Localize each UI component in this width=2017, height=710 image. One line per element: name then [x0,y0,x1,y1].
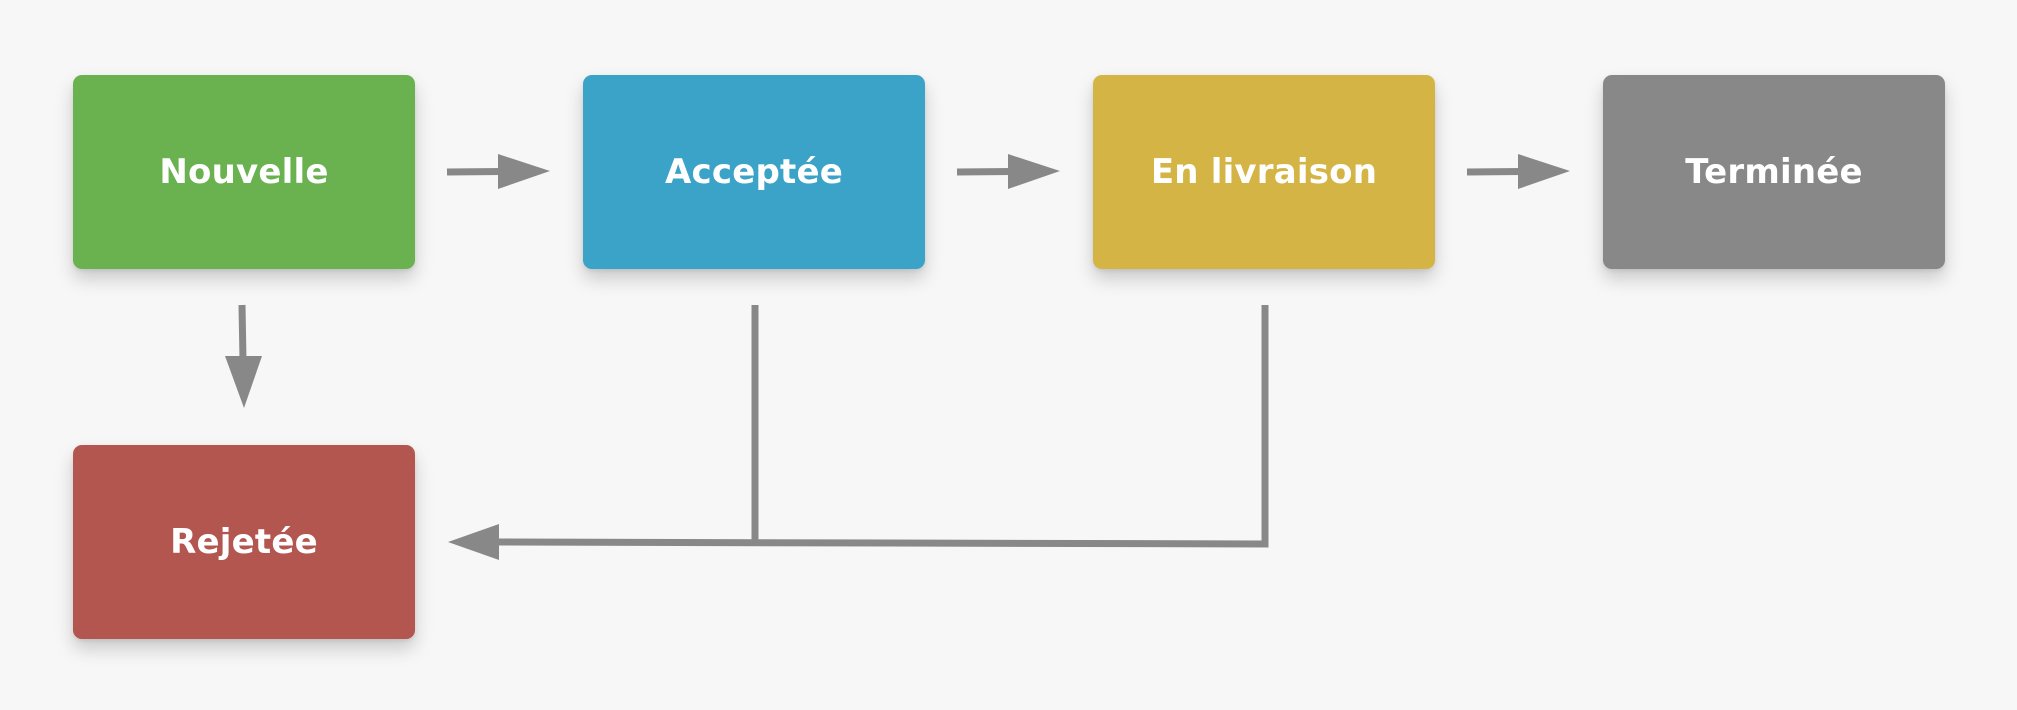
node-en-livraison: En livraison [1093,75,1435,269]
node-terminee: Terminée [1603,75,1945,269]
node-en-livraison-label: En livraison [1150,152,1378,192]
edge-nouvelle-to-acceptee [446,154,550,189]
node-acceptee-label: Acceptée [665,152,843,192]
node-rejetee: Rejetée [73,445,415,639]
edge-acceptee-livraison-to-rejetee [448,305,1269,560]
edge-nouvelle-to-rejetee [225,304,262,408]
node-terminee-label: Terminée [1685,152,1863,192]
node-nouvelle-label: Nouvelle [159,152,329,192]
edge-livraison-to-terminee [1466,154,1570,189]
node-rejetee-label: Rejetée [170,522,318,562]
edge-acceptee-to-livraison [956,154,1060,189]
node-nouvelle: Nouvelle [73,75,415,269]
node-acceptee: Acceptée [583,75,925,269]
